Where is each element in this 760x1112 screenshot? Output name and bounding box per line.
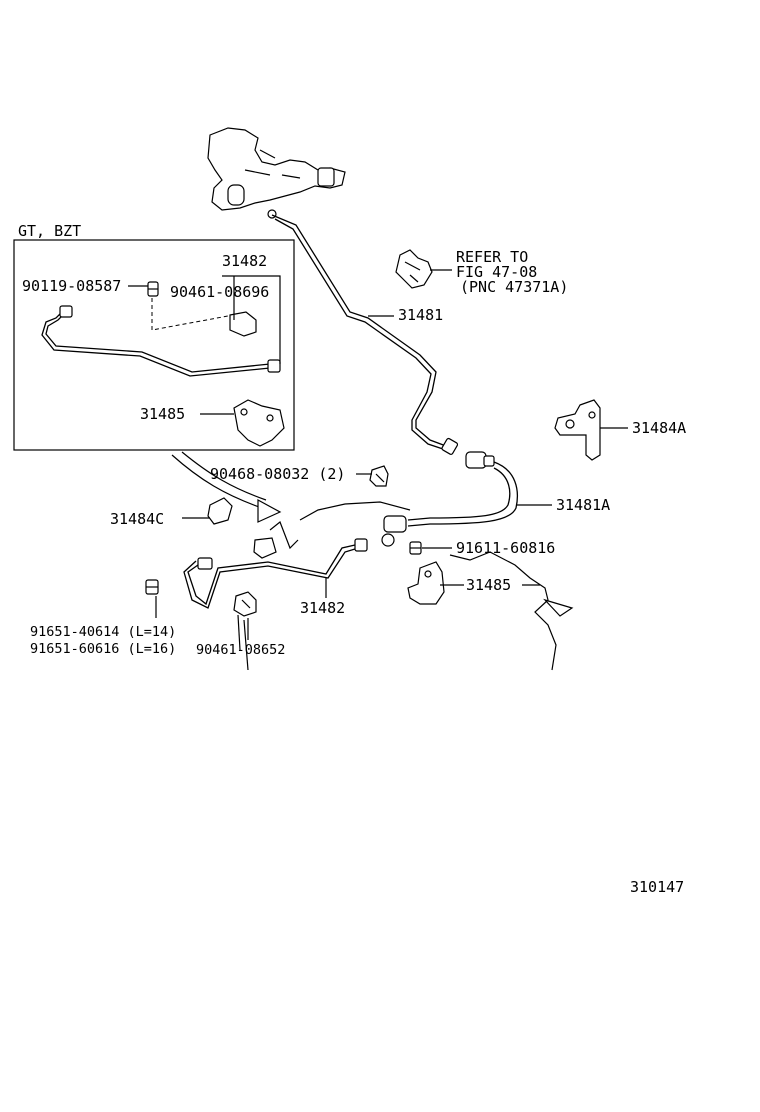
inset-arrow (171, 451, 282, 523)
bolt-91611-60816 (409, 541, 422, 555)
pipe-31481 (271, 214, 459, 455)
label-31481A: 31481A (556, 496, 610, 514)
refer-label-line1: REFER TO (456, 248, 528, 266)
label-91651-40614: 91651-40614 (L=14) (30, 624, 176, 640)
clip-90468-08032 (369, 465, 389, 487)
bracket-31484A (554, 399, 601, 461)
flex-hose-31481A (381, 451, 518, 547)
bracket-31485 (407, 561, 445, 605)
clip-31484C (207, 497, 233, 525)
label-31482-inset: 31482 (222, 252, 267, 270)
master-cylinder (207, 127, 346, 219)
leader-lines (128, 269, 628, 640)
refer-label-line2: FIG 47-08 (456, 263, 537, 281)
label-31484C: 31484C (110, 510, 164, 528)
inset-box: GT, BZT (13, 222, 295, 451)
label-31485-inset: 31485 (140, 405, 185, 423)
label-91611-60816: 91611-60816 (456, 539, 555, 557)
reference-clip (395, 249, 433, 289)
label-31484A: 31484A (632, 419, 686, 437)
label-31482: 31482 (300, 599, 345, 617)
label-91651-60616: 91651-60616 (L=16) (30, 641, 176, 657)
label-90461-08652: 90461-08652 (196, 642, 285, 658)
pipe-31482 (183, 537, 368, 609)
labels: REFER TO FIG 47-08 (PNC 47371A) 31481 31… (22, 248, 686, 896)
label-90468-08032: 90468-08032 (2) (210, 465, 345, 483)
inset-title: GT, BZT (18, 222, 81, 240)
label-31481: 31481 (398, 306, 443, 324)
label-31485: 31485 (466, 576, 511, 594)
diagram-number: 310147 (630, 878, 684, 896)
bolt-91651 (145, 579, 159, 595)
label-90461-08696: 90461-08696 (170, 283, 269, 301)
refer-label-line3: (PNC 47371A) (460, 278, 568, 296)
body-outline (269, 501, 574, 671)
label-90119-08587: 90119-08587 (22, 277, 121, 295)
clip-90461-08652 (233, 591, 257, 671)
